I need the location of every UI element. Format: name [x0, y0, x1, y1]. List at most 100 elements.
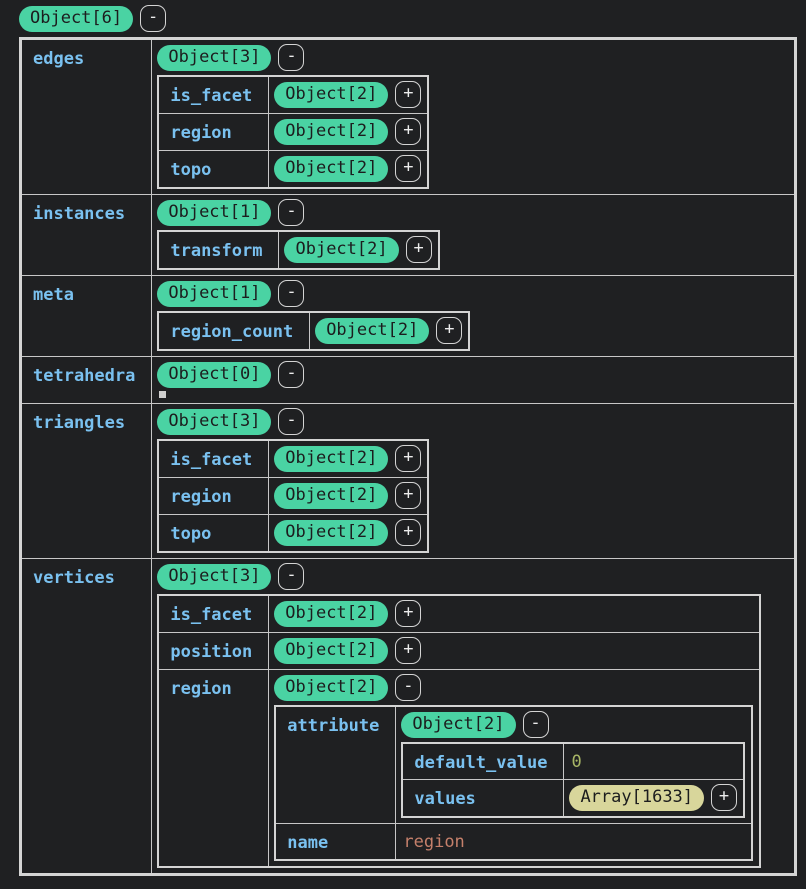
tree-value-cell: Object[2]+ — [268, 113, 429, 151]
expand-toggle-button[interactable]: + — [395, 118, 422, 145]
tree-key: region — [157, 477, 270, 515]
expand-toggle-button[interactable]: + — [395, 155, 422, 182]
object-pill[interactable]: Object[3] — [157, 563, 272, 590]
collapse-toggle-button[interactable]: - — [395, 674, 422, 701]
node-summary: Object[2]+ — [284, 236, 432, 263]
object-pill[interactable]: Object[2] — [274, 600, 389, 627]
collapse-toggle-button[interactable]: - — [278, 361, 305, 388]
object-pill[interactable]: Object[2] — [274, 637, 389, 664]
collapse-toggle-button[interactable]: - — [140, 5, 167, 32]
collapse-toggle-button[interactable]: - — [522, 711, 549, 738]
object-pill[interactable]: Object[2] — [274, 81, 389, 108]
node-summary: Object[0]- — [157, 361, 788, 388]
tree-value-cell: Object[2]+ — [268, 75, 429, 114]
tree-key: topo — [157, 514, 270, 553]
tree-key: values — [401, 779, 565, 818]
root-node-summary: Object[6] - — [19, 5, 797, 32]
object-pill[interactable]: Object[3] — [157, 44, 272, 71]
object-pill[interactable]: Object[6] — [19, 5, 134, 32]
object-pill[interactable]: Object[2] — [315, 317, 430, 344]
node-summary: Object[2]+ — [274, 600, 753, 627]
expand-toggle-button[interactable]: + — [395, 482, 422, 509]
expand-toggle-button[interactable]: + — [711, 784, 738, 811]
node-summary: Object[2]- — [274, 674, 753, 701]
tree-value-cell: region — [395, 823, 753, 861]
tree-value-cell: 0 — [563, 742, 745, 780]
number-value: 0 — [571, 752, 582, 772]
collapse-toggle-button[interactable]: - — [278, 280, 305, 307]
tree-key: edges — [19, 38, 153, 195]
node-summary: Object[2]+ — [274, 482, 422, 509]
tree-key: is_facet — [157, 594, 270, 633]
object-pill[interactable]: Object[1] — [157, 280, 272, 307]
object-pill[interactable]: Object[2] — [274, 155, 389, 182]
tree-value-cell: Object[2]+ — [268, 150, 429, 189]
node-summary: Object[2]+ — [274, 81, 422, 108]
tree-key: name — [274, 823, 397, 861]
string-value: region — [403, 832, 465, 852]
object-pill[interactable]: Object[3] — [157, 408, 272, 435]
node-summary: Object[3]- — [157, 44, 788, 71]
tree-value-cell: Object[2]+ — [268, 514, 429, 553]
object-pill[interactable]: Object[2] — [284, 236, 399, 263]
expand-toggle-button[interactable]: + — [436, 317, 463, 344]
expand-toggle-button[interactable]: + — [395, 600, 422, 627]
node-summary: Object[2]+ — [274, 118, 422, 145]
array-pill[interactable]: Array[1633] — [569, 784, 705, 811]
expand-toggle-button[interactable]: + — [395, 445, 422, 472]
tree-key: default_value — [401, 742, 565, 780]
object-pill[interactable]: Object[2] — [274, 519, 389, 546]
tree-key: vertices — [19, 558, 153, 875]
object-pill[interactable]: Object[0] — [157, 361, 272, 388]
object-pill[interactable]: Object[2] — [274, 445, 389, 472]
expand-toggle-button[interactable]: + — [395, 637, 422, 664]
expand-toggle-button[interactable]: + — [395, 81, 422, 108]
collapse-toggle-button[interactable]: - — [278, 408, 305, 435]
object-pill[interactable]: Object[2] — [401, 711, 516, 738]
node-summary: Array[1633]+ — [569, 784, 738, 811]
collapse-toggle-button[interactable]: - — [278, 199, 305, 226]
object-pill[interactable]: Object[2] — [274, 482, 389, 509]
tree-key: position — [157, 632, 270, 670]
object-pill[interactable]: Object[2] — [274, 674, 389, 701]
expand-toggle-button[interactable]: + — [405, 236, 432, 263]
tree-value-cell: Object[2]+ — [268, 632, 761, 670]
collapse-toggle-button[interactable]: - — [278, 44, 305, 71]
tree-key: meta — [19, 275, 153, 357]
tree-row: default_value 0 — [401, 742, 745, 780]
collapse-toggle-button[interactable]: - — [278, 563, 305, 590]
node-summary: Object[1]- — [157, 199, 788, 226]
tree-key: is_facet — [157, 439, 270, 478]
node-summary: Object[2]+ — [274, 519, 422, 546]
tree-value-cell: Object[2]+ — [268, 594, 761, 633]
tree-key: tetrahedra — [19, 356, 153, 404]
object-pill[interactable]: Object[2] — [274, 118, 389, 145]
object-pill[interactable]: Object[1] — [157, 199, 272, 226]
tree-value-cell: Object[2]+ — [268, 477, 429, 515]
tree-value-cell: Object[0]- — [151, 356, 796, 404]
expand-toggle-button[interactable]: + — [395, 519, 422, 546]
